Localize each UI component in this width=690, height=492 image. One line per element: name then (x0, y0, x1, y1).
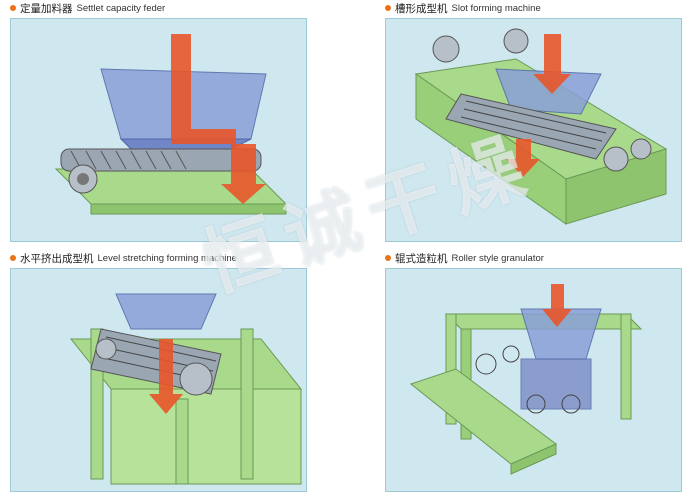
caption-en: Settlet capacity feder (76, 2, 166, 14)
caption-zh: 定量加料器 (20, 2, 73, 15)
bullet-icon (10, 255, 16, 261)
caption-level-stretching: 水平挤出成型机 Level stretching forming machine (10, 250, 237, 266)
level-stretching-illustration (10, 268, 307, 492)
feeder-illustration (10, 18, 307, 242)
bullet-icon (10, 5, 16, 11)
caption-zh: 辊式造粒机 (395, 252, 448, 265)
caption-zh: 水平挤出成型机 (20, 252, 94, 265)
roller-granulator-illustration (385, 268, 682, 492)
bullet-icon (385, 5, 391, 11)
caption-en: Roller style granulator (451, 252, 544, 264)
caption-zh: 槽形成型机 (395, 2, 448, 15)
caption-en: Slot forming machine (451, 2, 541, 14)
caption-en: Level stretching forming machine (97, 252, 237, 264)
bullet-icon (385, 255, 391, 261)
caption-feeder: 定量加料器 Settlet capacity feder (10, 0, 165, 16)
slot-forming-illustration (385, 18, 682, 242)
caption-slot-forming: 槽形成型机 Slot forming machine (385, 0, 541, 16)
caption-roller-granulator: 辊式造粒机 Roller style granulator (385, 250, 544, 266)
